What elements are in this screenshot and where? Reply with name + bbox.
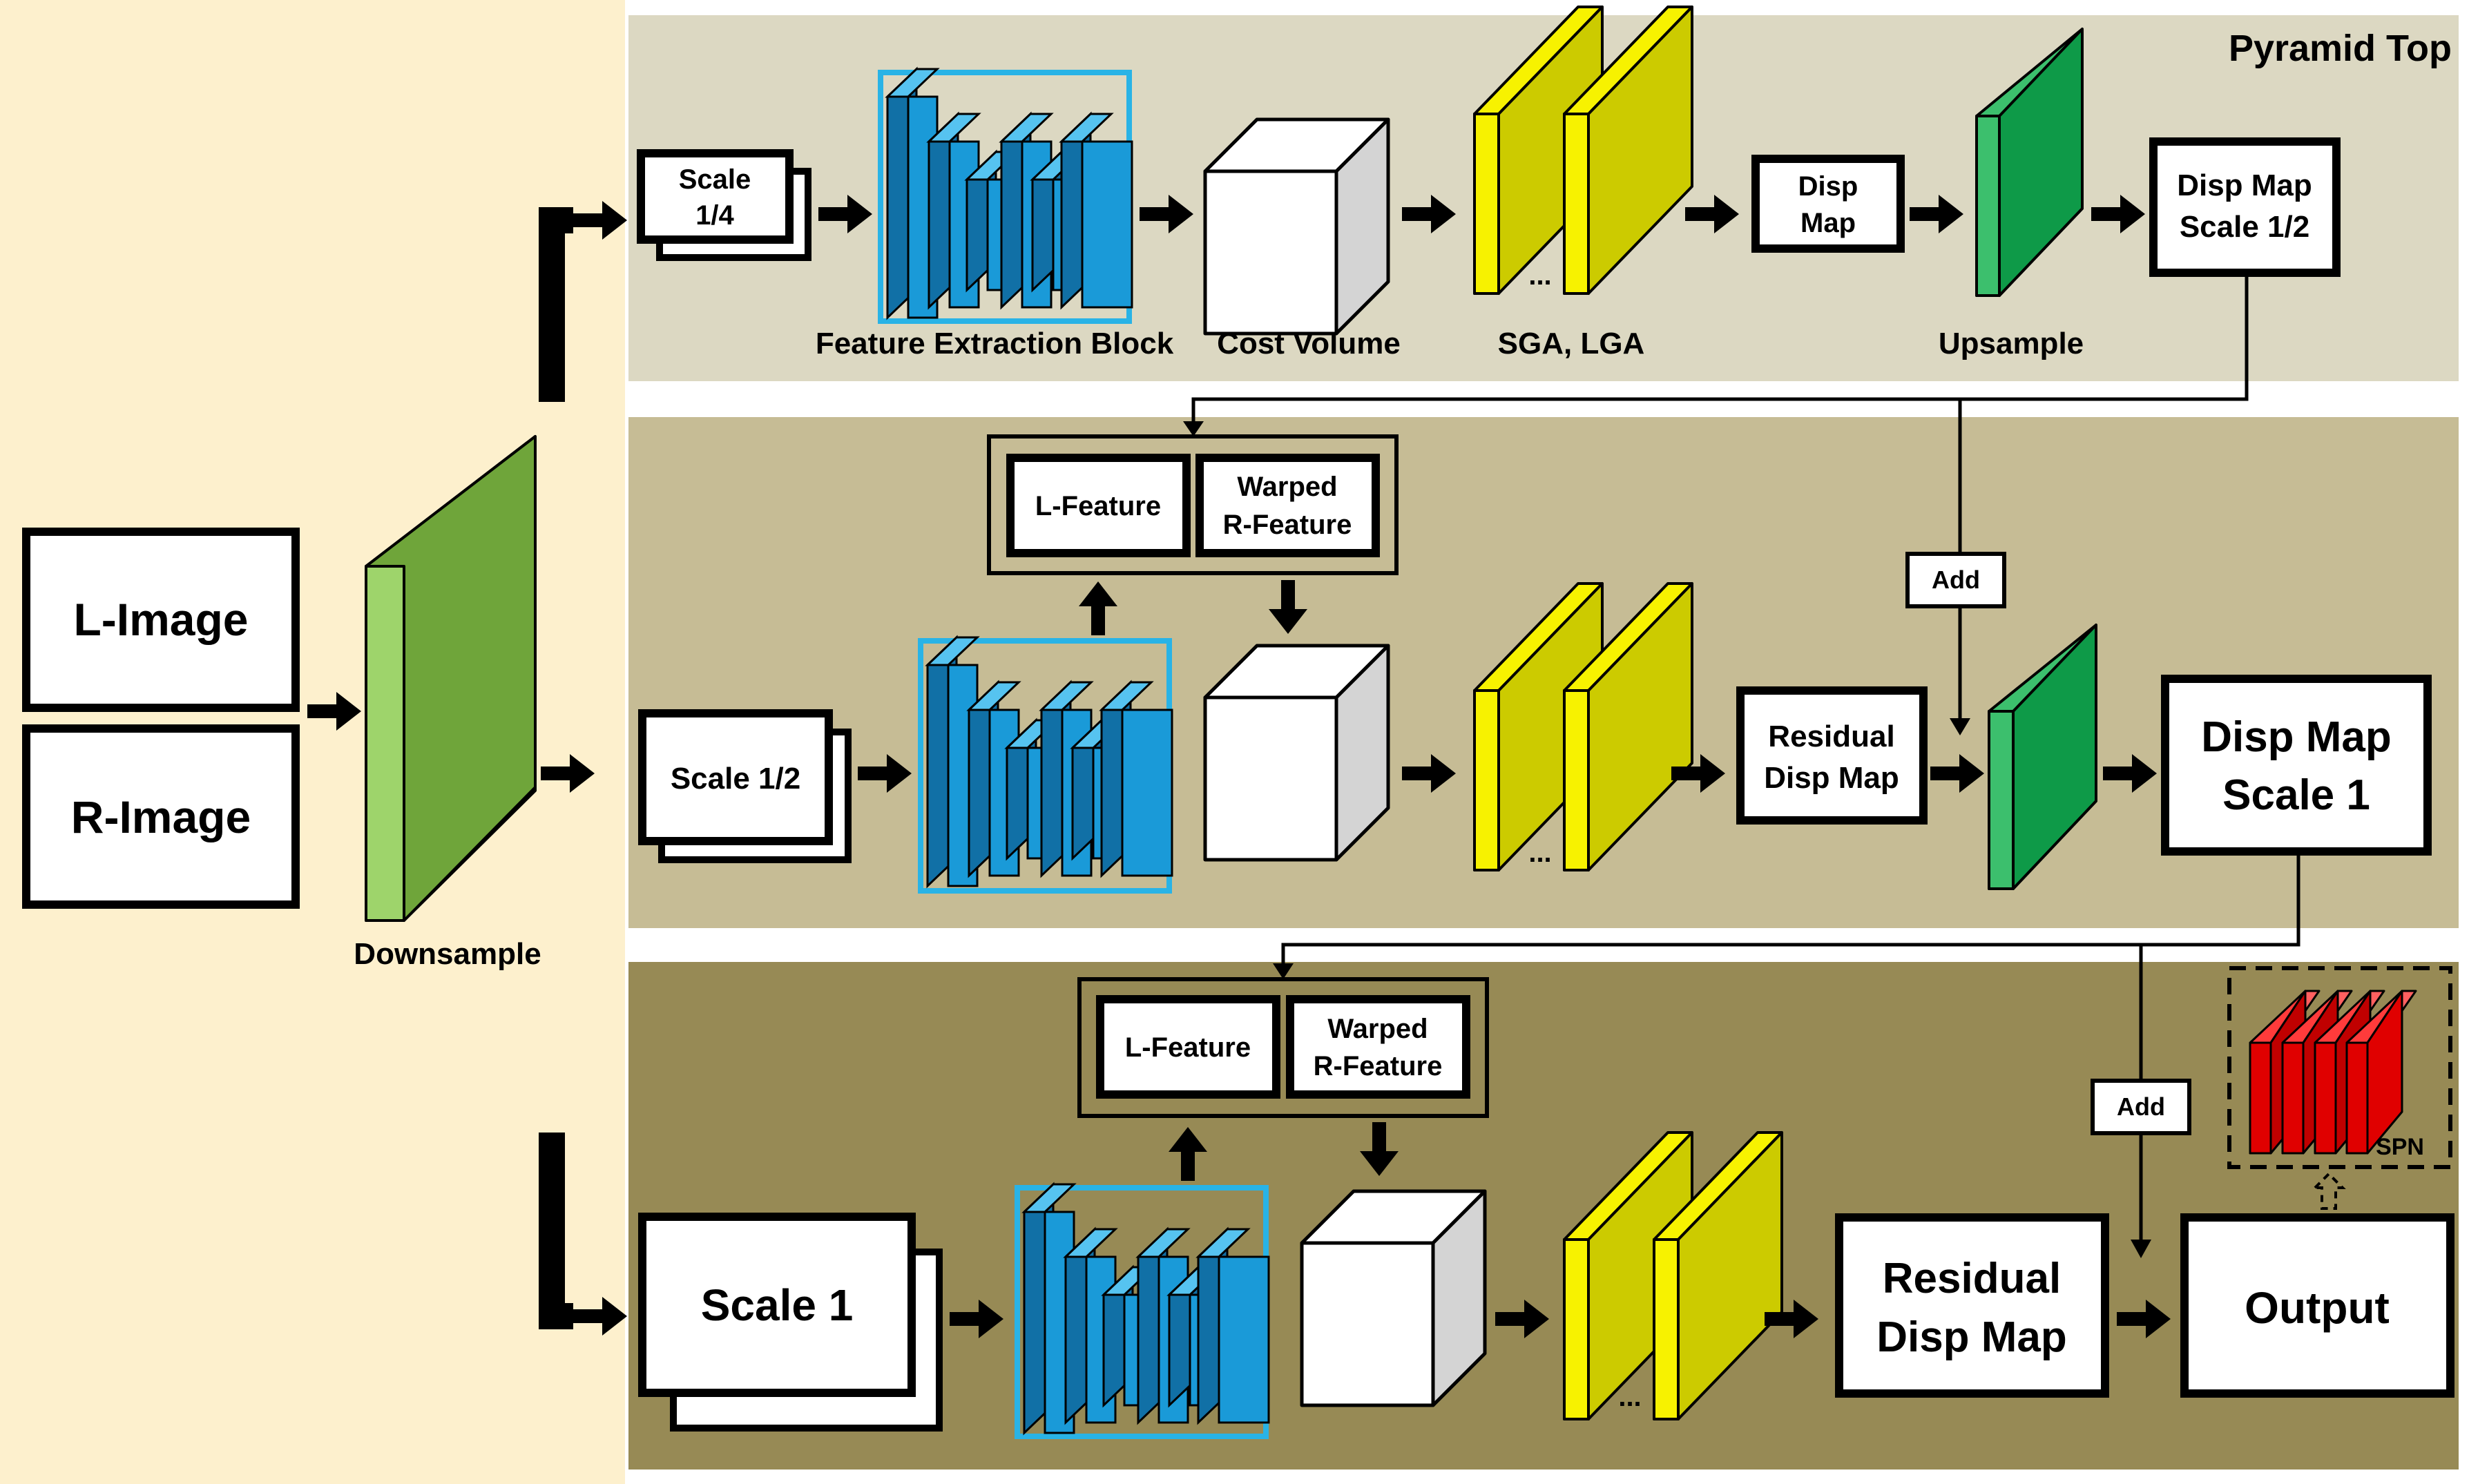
pyramid-top-title: Pyramid Top bbox=[2229, 28, 2452, 69]
disp-map-scale1-line1: Disp Map bbox=[2201, 713, 2392, 761]
top-disp-label-line1: Disp bbox=[1798, 171, 1858, 202]
l-image-label: L-Image bbox=[73, 594, 248, 645]
upsample-layer bbox=[1975, 28, 2084, 297]
mid-warped-line1: Warped bbox=[1237, 472, 1337, 502]
scale-quarter-box: Scale 1/4 bbox=[637, 149, 811, 261]
output-box: Output bbox=[2180, 1213, 2454, 1398]
branch-to-bottom-arrow bbox=[539, 1133, 627, 1336]
bottom-warped-line2: R-Feature bbox=[1314, 1051, 1443, 1081]
downsample-label: Downsample bbox=[354, 937, 541, 971]
spn-label: SPN bbox=[2376, 1134, 2424, 1160]
top-to-mid-connector bbox=[1191, 276, 2249, 425]
bottom-add-arrowhead bbox=[2131, 1240, 2151, 1258]
cost-volume-label: Cost Volume bbox=[1217, 327, 1401, 360]
feature-extraction-label: Feature Extraction Block bbox=[816, 327, 1174, 360]
bottom-warped-line1: Warped bbox=[1327, 1014, 1428, 1044]
mid-cost-volume-cube bbox=[1205, 646, 1388, 860]
mid-feature-extraction-block bbox=[918, 636, 1173, 894]
top-cost-volume-cube bbox=[1205, 119, 1388, 334]
mid-residual-box: Residual Disp Map bbox=[1736, 686, 1928, 825]
disp-map-scale1-box: Disp Map Scale 1 bbox=[2161, 675, 2432, 856]
bottom-residual-box: Residual Disp Map bbox=[1835, 1213, 2109, 1398]
downsample-layer bbox=[365, 435, 537, 922]
l-image-box: L-Image bbox=[22, 528, 300, 712]
scale-one-box: Scale 1 bbox=[638, 1213, 943, 1432]
r-image-box: R-Image bbox=[22, 724, 300, 909]
mid-upsample-layer bbox=[1988, 624, 2097, 890]
bottom-l-feature-label: L-Feature bbox=[1125, 1032, 1251, 1063]
disp-map-half-box: Disp Map Scale 1/2 bbox=[2149, 137, 2341, 277]
disp-map-half-line2: Scale 1/2 bbox=[2180, 210, 2309, 244]
bottom-feature-extraction-block bbox=[1015, 1183, 1270, 1439]
bottom-cost-volume-cube bbox=[1302, 1191, 1485, 1405]
disp-map-scale1-line2: Scale 1 bbox=[2222, 771, 2370, 819]
mid-warped-line2: R-Feature bbox=[1223, 510, 1352, 540]
disp-map-half-line1: Disp Map bbox=[2177, 168, 2312, 202]
scale-quarter-label-line2: 1/4 bbox=[695, 200, 734, 231]
r-image-label: R-Image bbox=[71, 791, 251, 842]
top-sga-ellipsis: ... bbox=[1528, 260, 1551, 291]
top-disp-map-box: Disp Map bbox=[1751, 155, 1905, 253]
top-feature-extraction-block bbox=[878, 68, 1133, 324]
mid-add-box: Add bbox=[1905, 552, 2006, 608]
upsample-label: Upsample bbox=[1939, 327, 2084, 360]
mid-to-bottom-arrowhead bbox=[1273, 963, 1294, 979]
bottom-sga-ellipsis: ... bbox=[1618, 1382, 1641, 1412]
scale-half-label: Scale 1/2 bbox=[671, 762, 800, 796]
bottom-add-box: Add bbox=[2091, 1079, 2191, 1135]
mid-residual-line2: Disp Map bbox=[1764, 761, 1899, 795]
mid-l-feature-label: L-Feature bbox=[1035, 491, 1161, 521]
output-label: Output bbox=[2245, 1283, 2390, 1333]
branch-to-top-arrow bbox=[539, 201, 627, 402]
mid-feature-container: L-Feature Warped R-Feature bbox=[987, 434, 1399, 575]
mid-residual-line1: Residual bbox=[1768, 720, 1894, 753]
spn-module: SPN bbox=[2227, 966, 2452, 1169]
mid-add-label: Add bbox=[1932, 566, 1980, 594]
top-to-mid-arrowhead bbox=[1183, 421, 1204, 436]
scale-quarter-label-line1: Scale bbox=[679, 164, 751, 195]
bottom-residual-line2: Disp Map bbox=[1876, 1313, 2067, 1361]
bottom-add-label: Add bbox=[2117, 1092, 2165, 1121]
sga-lga-label: SGA, LGA bbox=[1498, 327, 1645, 360]
scale-one-label: Scale 1 bbox=[701, 1280, 854, 1330]
bottom-feature-container: L-Feature Warped R-Feature bbox=[1077, 977, 1489, 1118]
spn-dashed-arrow bbox=[2312, 1172, 2346, 1210]
top-add-arrowhead bbox=[1950, 718, 1970, 735]
scale-half-box: Scale 1/2 bbox=[638, 709, 852, 863]
mid-sga-ellipsis: ... bbox=[1528, 838, 1551, 868]
top-disp-label-line2: Map bbox=[1800, 208, 1856, 238]
bottom-residual-line1: Residual bbox=[1883, 1255, 2061, 1302]
mid-to-bottom-connector bbox=[1281, 855, 2300, 967]
